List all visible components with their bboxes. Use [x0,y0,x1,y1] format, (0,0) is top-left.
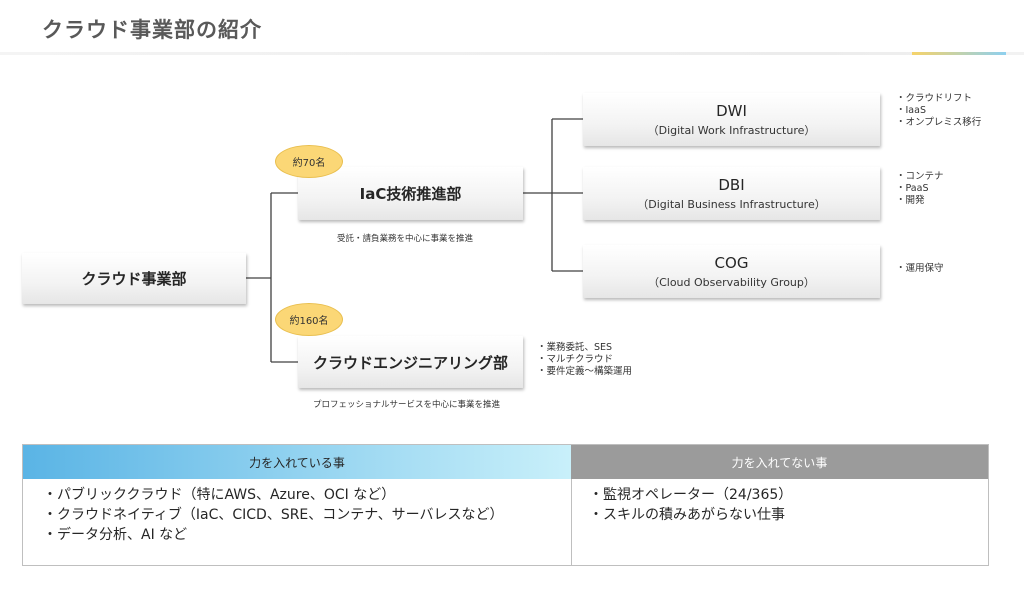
headcount-eng-text: 約160名 [289,316,329,327]
org-dwi-sub: （Digital Work Infrastructure） [647,123,816,137]
table-divider [571,479,572,565]
org-dwi-label: DWI [716,101,747,120]
dbi-note: ・PaaS [896,183,929,194]
org-box-dwi: DWI （Digital Work Infrastructure） [583,93,880,146]
org-eng-label: クラウドエンジニアリング部 [312,353,508,372]
title-accent-bar [912,52,1006,55]
nonfocus-item: ・スキルの積みあがらない仕事 [589,507,785,523]
org-box-iac: IaC技術推進部 [298,167,523,220]
org-box-cog: COG （Cloud Observability Group） [583,245,880,298]
focus-items: ・パブリッククラウド（特にAWS、Azure、OCI など） ・クラウドネイティ… [43,485,503,545]
org-cog-sub: （Cloud Observability Group） [648,275,815,289]
org-cog-label: COG [714,253,749,272]
title-underline [0,52,1024,55]
dwi-note: ・IaaS [896,105,926,116]
org-dbi-label: DBI [718,175,745,194]
org-iac-caption: 受託・請負業務を中心に事業を推進 [337,234,474,244]
org-dbi-notes: ・コンテナ ・PaaS ・開発 [896,171,944,207]
org-box-dbi: DBI （Digital Business Infrastructure） [583,167,880,220]
dwi-note: ・オンプレミス移行 [896,117,982,128]
eng-note: ・要件定義～構築運用 [537,366,633,377]
page-title: クラウド事業部の紹介 [42,18,262,42]
headcount-iac-text: 約70名 [292,158,326,169]
org-box-root: クラウド事業部 [22,253,246,304]
focus-item: ・クラウドネイティブ（IaC、CICD、SRE、コンテナ、サーバレスなど） [43,507,504,523]
focus-table: 力を入れている事 力を入れてない事 ・パブリッククラウド（特にAWS、Azure… [22,444,989,566]
focus-header-text: 力を入れている事 [249,455,345,470]
org-eng-caption: プロフェッショナルサービスを中心に事業を推進 [313,400,501,410]
cog-note: ・運用保守 [896,263,944,274]
focus-item: ・パブリッククラウド（特にAWS、Azure、OCI など） [43,487,396,503]
nonfocus-item: ・監視オペレーター（24/365） [589,487,793,503]
focus-item: ・データ分析、AI など [43,527,188,543]
org-cog-notes: ・運用保守 [896,263,944,275]
org-eng-notes: ・業務委託、SES ・マルチクラウド ・要件定義～構築運用 [537,342,632,378]
dbi-note: ・開発 [896,195,925,206]
dbi-note: ・コンテナ [896,171,944,182]
org-iac-label: IaC技術推進部 [359,185,462,203]
org-dbi-sub: （Digital Business Infrastructure） [637,197,826,211]
eng-note: ・マルチクラウド [537,354,614,365]
org-dwi-notes: ・クラウドリフト ・IaaS ・オンプレミス移行 [896,93,981,129]
nonfocus-header-text: 力を入れてない事 [731,455,828,470]
headcount-badge-eng: 約160名 [275,303,343,336]
dwi-note: ・クラウドリフト [896,93,973,104]
org-box-eng: クラウドエンジニアリング部 [298,336,523,388]
nonfocus-items: ・監視オペレーター（24/365） ・スキルの積みあがらない仕事 [589,485,792,525]
focus-header: 力を入れている事 [23,445,571,479]
headcount-badge-iac: 約70名 [275,145,343,178]
nonfocus-header: 力を入れてない事 [571,445,988,479]
org-root-label: クラウド事業部 [81,270,187,288]
eng-note: ・業務委託、SES [537,342,613,353]
